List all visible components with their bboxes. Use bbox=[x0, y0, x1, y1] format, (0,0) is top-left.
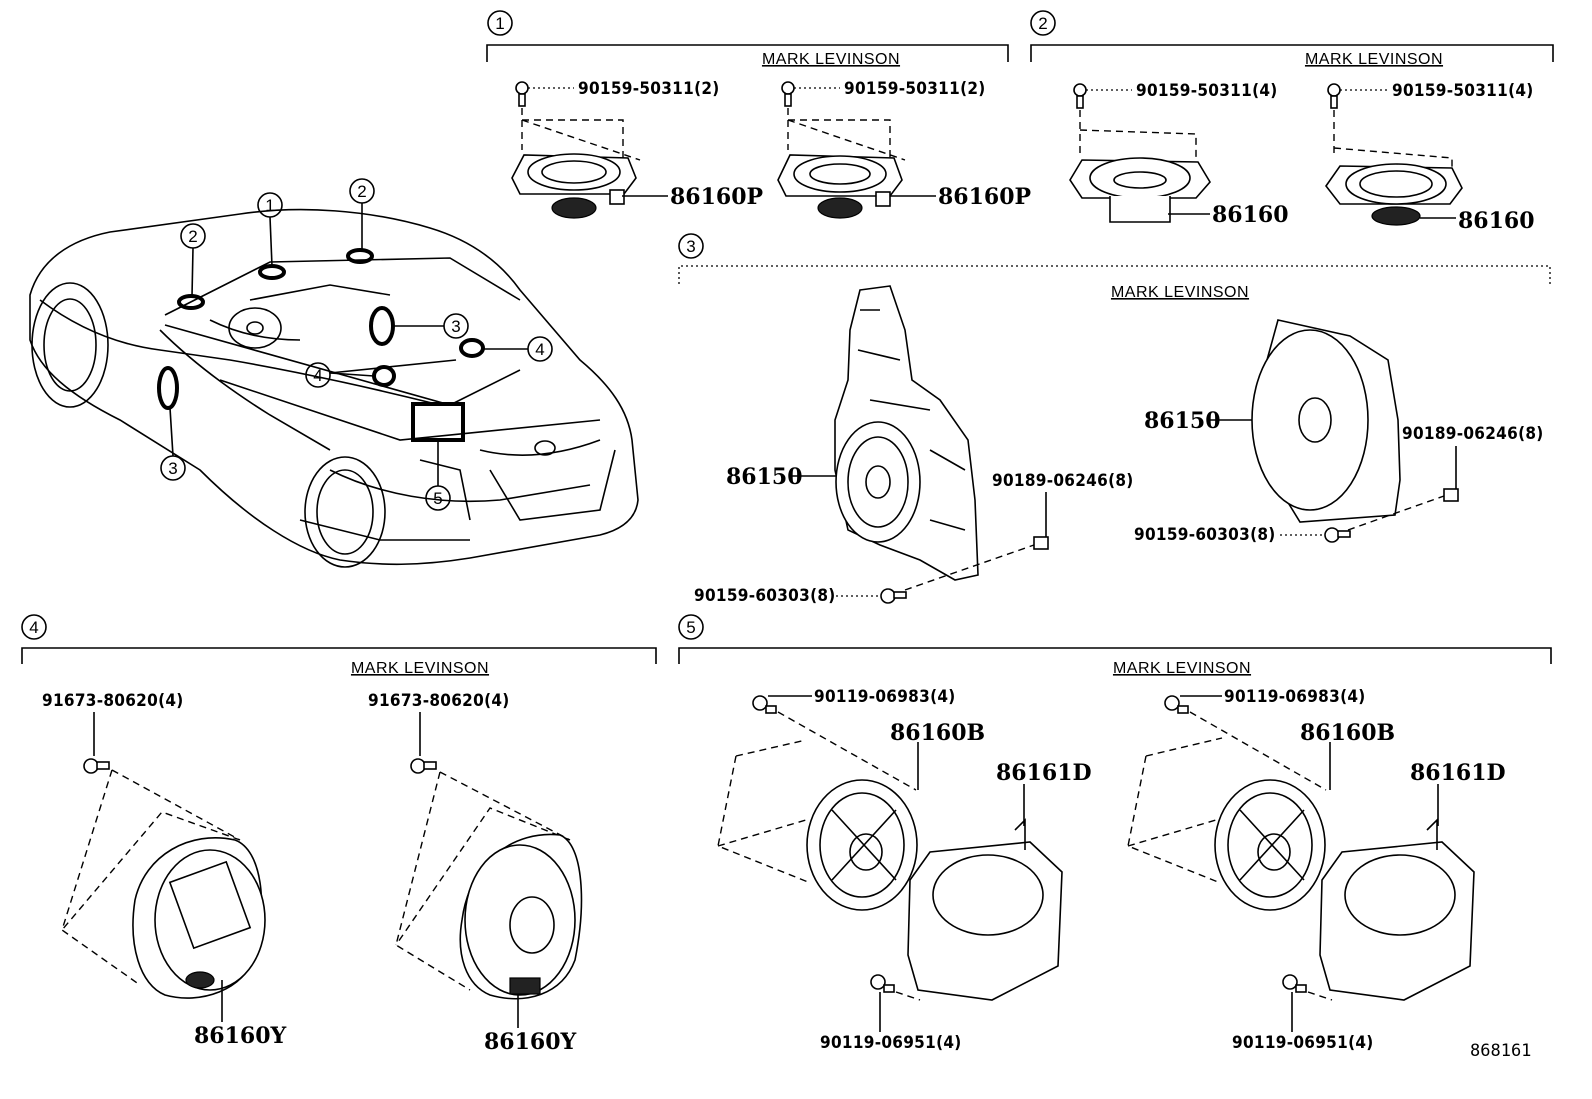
group-3-brand: MARK LEVINSON bbox=[1111, 284, 1249, 301]
group-4-left-speaker-label: 86160Y bbox=[194, 1023, 287, 1049]
group-3-right-speaker bbox=[1251, 319, 1401, 523]
group-2-right-screw bbox=[1327, 83, 1388, 109]
group-1-number: 1 bbox=[495, 14, 504, 33]
svg-text:3: 3 bbox=[451, 317, 460, 336]
group-4-right-speaker bbox=[459, 833, 583, 1000]
callout-3-car-left: 3 bbox=[160, 455, 186, 481]
group-1-right-screw bbox=[781, 81, 840, 107]
group-5-brand: MARK LEVINSON bbox=[1113, 660, 1251, 677]
svg-text:5: 5 bbox=[433, 489, 442, 508]
group-2-brand: MARK LEVINSON bbox=[1305, 51, 1443, 68]
group-2-left-screw bbox=[1073, 83, 1132, 109]
callout-4-car-right: 4 bbox=[527, 336, 553, 362]
callout-5-car: 5 bbox=[425, 485, 451, 511]
group-1-left-screw-label: 90159-50311(2) bbox=[578, 79, 720, 99]
group-3-right-clip bbox=[1443, 446, 1459, 502]
svg-text:2: 2 bbox=[357, 182, 366, 201]
group-1-right-speaker-label: 86160P bbox=[938, 184, 1031, 210]
group-2-left-speaker bbox=[1069, 157, 1211, 223]
group-3-bracket bbox=[678, 265, 1551, 284]
group-4-left-bolt-label: 91673-80620(4) bbox=[42, 691, 184, 711]
group-5-left-speaker bbox=[806, 779, 918, 911]
svg-text:4: 4 bbox=[535, 340, 544, 359]
group-2-right-speaker-label: 86160 bbox=[1458, 208, 1535, 234]
group-1-right-screw-label: 90159-50311(2) bbox=[844, 79, 986, 99]
catalog-code: 868161 bbox=[1470, 1041, 1531, 1061]
group-3-right-clip-label: 90189-06246(8) bbox=[1402, 424, 1544, 444]
group-3-right-speaker-label: 86150 bbox=[1144, 408, 1221, 434]
group-4-left-speaker bbox=[132, 837, 266, 999]
group-2: 2 MARK LEVINSON 90159-50311(4) 86160 901… bbox=[1030, 10, 1554, 234]
group-5-right-bottom-screw-label: 90119-06951(4) bbox=[1232, 1033, 1374, 1053]
group-5-right-speaker bbox=[1214, 779, 1326, 911]
group-2-right-screw-label: 90159-50311(4) bbox=[1392, 81, 1534, 101]
group-5-right-top-screw-label: 90119-06983(4) bbox=[1224, 687, 1366, 707]
group-4-number: 4 bbox=[29, 618, 38, 637]
group-3-left-clip-label: 90189-06246(8) bbox=[992, 471, 1134, 491]
group-3-right-screw-label: 90159-60303(8) bbox=[1134, 525, 1276, 545]
callout-1-car: 1 bbox=[257, 192, 283, 218]
group-5-left-bottom-screw bbox=[870, 974, 895, 993]
group-5-left-box bbox=[907, 818, 1063, 1001]
group-3-left-screw bbox=[880, 588, 907, 604]
group-3-right-screw bbox=[1324, 527, 1351, 543]
group-3-left-speaker-label: 86150 bbox=[726, 464, 803, 490]
group-1-number-circle bbox=[487, 10, 513, 36]
group-4-right-bolt-label: 91673-80620(4) bbox=[368, 691, 510, 711]
car-overview bbox=[29, 203, 639, 568]
group-4-brand: MARK LEVINSON bbox=[351, 660, 489, 677]
group-1-right-speaker bbox=[777, 154, 903, 219]
group-4-number-circle bbox=[21, 614, 47, 640]
group-5-number-circle bbox=[678, 614, 704, 640]
group-3-number: 3 bbox=[686, 237, 695, 256]
group-4-bracket bbox=[21, 647, 657, 664]
callout-2-car-left: 2 bbox=[180, 223, 206, 249]
group-5-number: 5 bbox=[686, 618, 695, 637]
group-2-bracket bbox=[1030, 44, 1554, 62]
callout-4-car-center: 4 bbox=[305, 362, 331, 388]
group-4-right-speaker-label: 86160Y bbox=[484, 1029, 577, 1055]
group-4: 4 MARK LEVINSON 91673-80620(4) 86160Y 91… bbox=[21, 614, 657, 1055]
group-1-bracket bbox=[486, 44, 1009, 62]
group-1-left-screw bbox=[515, 81, 574, 107]
group-3-left-screw-label: 90159-60303(8) bbox=[694, 586, 836, 606]
svg-text:2: 2 bbox=[188, 227, 197, 246]
group-1-brand: MARK LEVINSON bbox=[762, 51, 900, 68]
group-3: 3 MARK LEVINSON 86150 90189-06246(8) 901… bbox=[678, 233, 1551, 606]
svg-text:3: 3 bbox=[168, 459, 177, 478]
group-5-left-speaker-label: 86160B bbox=[890, 720, 985, 746]
group-2-number-circle bbox=[1030, 10, 1056, 36]
group-5-right-speaker-label: 86160B bbox=[1300, 720, 1395, 746]
group-1: 1 MARK LEVINSON 90159-50311(2) 86160P 90… bbox=[486, 10, 1031, 219]
group-2-left-screw-label: 90159-50311(4) bbox=[1136, 81, 1278, 101]
group-5: 5 MARK LEVINSON 90119-06983(4) 86160B 86… bbox=[678, 614, 1552, 1053]
group-5-left-top-screw-label: 90119-06983(4) bbox=[814, 687, 956, 707]
svg-text:1: 1 bbox=[265, 196, 274, 215]
group-1-left-speaker-label: 86160P bbox=[670, 184, 763, 210]
group-5-left-bottom-screw-label: 90119-06951(4) bbox=[820, 1033, 962, 1053]
group-1-left-speaker bbox=[511, 153, 637, 219]
group-2-right-speaker bbox=[1325, 163, 1463, 226]
group-4-left-bolt bbox=[83, 758, 110, 774]
group-2-left-speaker-label: 86160 bbox=[1212, 202, 1289, 228]
group-5-right-bottom-screw bbox=[1282, 974, 1307, 993]
svg-text:4: 4 bbox=[313, 366, 322, 385]
group-3-left-clip bbox=[1033, 492, 1049, 550]
callout-3-car-right: 3 bbox=[443, 313, 469, 339]
callout-2-car-top: 2 bbox=[349, 178, 375, 204]
group-5-bracket bbox=[678, 647, 1552, 664]
group-4-right-bolt bbox=[410, 758, 437, 774]
group-3-left-speaker bbox=[834, 285, 979, 581]
group-2-number: 2 bbox=[1038, 14, 1047, 33]
group-3-number-circle bbox=[678, 233, 704, 259]
group-5-right-top-screw bbox=[1164, 695, 1189, 714]
group-5-right-box-label: 86161D bbox=[1410, 760, 1506, 786]
group-5-right-box bbox=[1319, 818, 1475, 1001]
group-5-left-box-label: 86161D bbox=[996, 760, 1092, 786]
group-5-left-top-screw bbox=[752, 695, 777, 714]
